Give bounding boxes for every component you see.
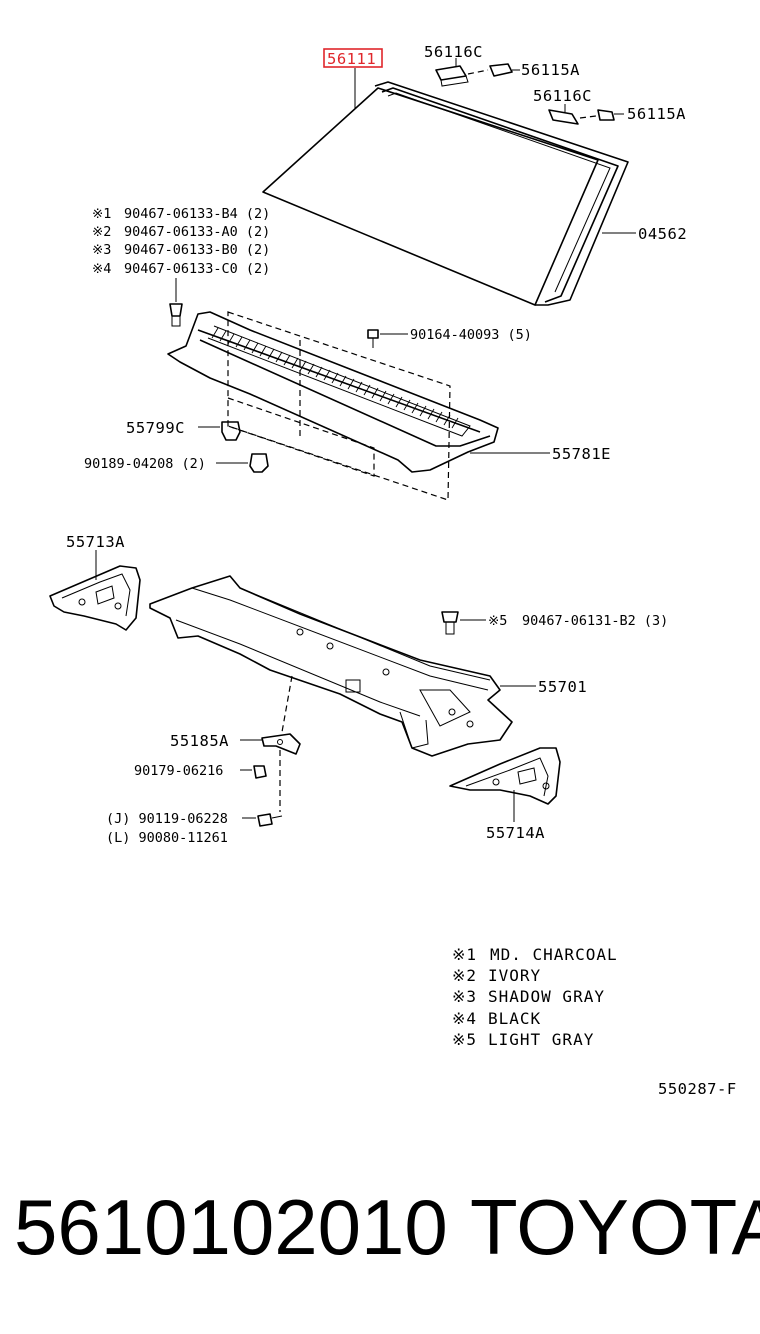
legend-mark-3: ※3	[452, 987, 477, 1006]
mirror-base-1	[435, 65, 469, 87]
clip-variant-code-3: 90467-06133-B0 (2)	[124, 242, 270, 258]
label-bracket-55714a: 55714A	[486, 824, 545, 842]
clip-variant-code-2: 90467-06133-A0 (2)	[124, 224, 270, 240]
legend-text-5: LIGHT GRAY	[488, 1030, 594, 1049]
bracket-55714a	[449, 747, 561, 805]
label-moulding: 04562	[638, 225, 687, 243]
label-clip-5-code: 90467-06131-B2 (3)	[522, 613, 668, 629]
highlight-box	[323, 48, 383, 68]
legend-text-4: BLACK	[488, 1009, 541, 1028]
label-bolt-l: (L) 90080-11261	[106, 830, 228, 846]
bolt-90119	[257, 813, 283, 827]
diagram-id: 550287-F	[658, 1080, 737, 1098]
label-nut-90179: 90179-06216	[134, 763, 223, 779]
label-cowl-panel: 55701	[538, 678, 587, 696]
label-mirror-base-2: 56116C	[533, 87, 592, 105]
clip-variant-code-4: 90467-06133-C0 (2)	[124, 261, 270, 277]
clip-55799c	[221, 421, 241, 441]
nut-90179	[253, 765, 267, 779]
label-mirror-clip-2: 56115A	[627, 105, 686, 123]
legend-mark-2: ※2	[452, 966, 477, 985]
mirror-clip-2	[597, 109, 615, 121]
label-mirror-clip-1: 56115A	[521, 61, 580, 79]
label-bolt-90164: 90164-40093 (5)	[410, 327, 532, 343]
label-mirror-base-1: 56116C	[424, 43, 483, 61]
label-clip-5-mark: ※5	[488, 613, 507, 629]
footer-brand: TOYOTA	[470, 1183, 760, 1271]
label-cowl-grille: 55781E	[552, 445, 611, 463]
bolt-90164	[367, 329, 379, 348]
label-bracket-55185a: 55185A	[170, 732, 229, 750]
label-bolt-j: (J) 90119-06228	[106, 811, 228, 827]
mirror-clip-1	[489, 63, 513, 77]
footer-part-number: 5610102010	[14, 1183, 448, 1271]
legend-mark-4: ※4	[452, 1009, 477, 1028]
bolt-90189	[249, 453, 269, 473]
clip-variant-list: ※1 90467-06133-B4 (2) ※2 90467-06133-A0 …	[92, 206, 270, 277]
color-legend: ※1 MD. CHARCOAL ※2 IVORY ※3 SHADOW GRAY …	[452, 945, 618, 1049]
legend-text-3: SHADOW GRAY	[488, 987, 605, 1006]
legend-text-2: IVORY	[488, 966, 541, 985]
clip-fastener-5	[441, 611, 459, 635]
label-bolt-90189: 90189-04208 (2)	[84, 456, 206, 472]
clip-variant-mark-2: ※2	[92, 224, 111, 240]
bracket-55713a	[49, 565, 141, 631]
cowl-panel	[149, 575, 513, 757]
windshield-glass	[262, 81, 629, 306]
bracket-55185a	[261, 733, 301, 755]
label-windshield: 56111	[327, 50, 376, 68]
label-bracket-55713a: 55713A	[66, 533, 125, 551]
legend-mark-1: ※1	[452, 945, 477, 964]
mirror-base-2	[548, 109, 579, 125]
clip-fastener-top	[169, 303, 183, 327]
clip-variant-mark-3: ※3	[92, 242, 111, 258]
clip-variant-code-1: 90467-06133-B4 (2)	[124, 206, 270, 222]
clip-variant-mark-1: ※1	[92, 206, 111, 222]
legend-text-1: MD. CHARCOAL	[490, 945, 618, 964]
cowl-grille	[167, 311, 499, 473]
label-clip-55799c: 55799C	[126, 419, 185, 437]
legend-mark-5: ※5	[452, 1030, 477, 1049]
clip-variant-mark-4: ※4	[92, 261, 111, 277]
